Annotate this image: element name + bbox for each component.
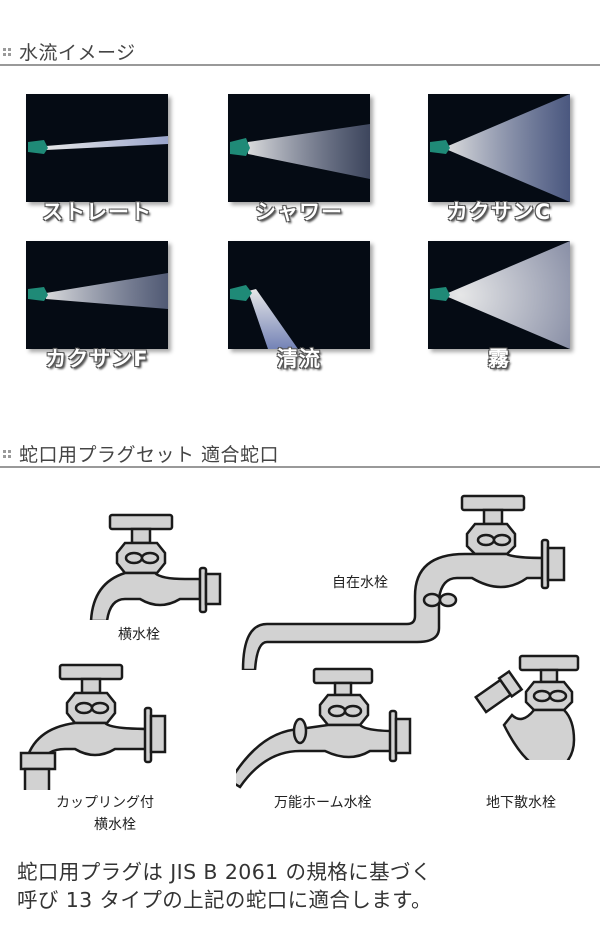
section-header-water-flow: 水流イメージ bbox=[0, 34, 600, 68]
spray-label: ストレート bbox=[42, 200, 152, 224]
faucet-label: 横水栓 bbox=[118, 627, 160, 643]
faucet-label: 自在水栓 bbox=[332, 575, 388, 591]
faucet-label: 地下散水栓 bbox=[486, 795, 556, 811]
spray-image-diffuse-c bbox=[428, 94, 570, 202]
dots-icon bbox=[3, 450, 13, 460]
faucet-label: カップリング付 bbox=[56, 795, 154, 811]
spray-image-diffuse-f bbox=[26, 241, 168, 349]
dots-icon bbox=[3, 48, 13, 58]
spray-image-stream bbox=[228, 241, 370, 349]
universal-home-faucet-icon bbox=[236, 667, 412, 789]
note-line-1: 蛇口用プラグは JIS B 2061 の規格に基づく bbox=[17, 860, 432, 884]
underground-faucet-icon bbox=[474, 654, 580, 760]
swivel-faucet-icon bbox=[241, 494, 566, 670]
spray-image-straight bbox=[26, 94, 168, 202]
spray-label: 清流 bbox=[277, 347, 321, 371]
stream-spray-icon bbox=[230, 285, 298, 349]
spray-label: カクサンF bbox=[45, 347, 149, 371]
faucet-label: 万能ホーム水栓 bbox=[274, 795, 372, 811]
diffuse-c-spray-icon bbox=[430, 94, 570, 202]
compatibility-note: 蛇口用プラグは JIS B 2061 の規格に基づく 呼び 13 タイプの上記の… bbox=[17, 858, 432, 914]
straight-spray-icon bbox=[28, 136, 168, 154]
divider bbox=[0, 466, 600, 468]
section-title: 蛇口用プラグセット 適合蛇口 bbox=[19, 444, 280, 466]
spray-label: シャワー bbox=[255, 200, 343, 224]
spray-image-shower bbox=[228, 94, 370, 202]
divider bbox=[0, 64, 600, 66]
spray-label: 霧 bbox=[488, 347, 510, 371]
spray-image-mist bbox=[428, 241, 570, 349]
mist-spray-icon bbox=[430, 241, 570, 349]
section-header-compatible-faucets: 蛇口用プラグセット 適合蛇口 bbox=[0, 436, 600, 470]
note-line-2: 呼び 13 タイプの上記の蛇口に適合します。 bbox=[17, 888, 432, 912]
diffuse-f-spray-icon bbox=[28, 273, 168, 309]
spray-label: カクサンC bbox=[446, 200, 552, 224]
coupling-faucet-icon bbox=[19, 663, 167, 790]
section-title: 水流イメージ bbox=[19, 42, 136, 64]
shower-spray-icon bbox=[230, 124, 370, 179]
horizontal-faucet-icon bbox=[89, 513, 222, 620]
faucet-label: 横水栓 bbox=[94, 817, 136, 833]
